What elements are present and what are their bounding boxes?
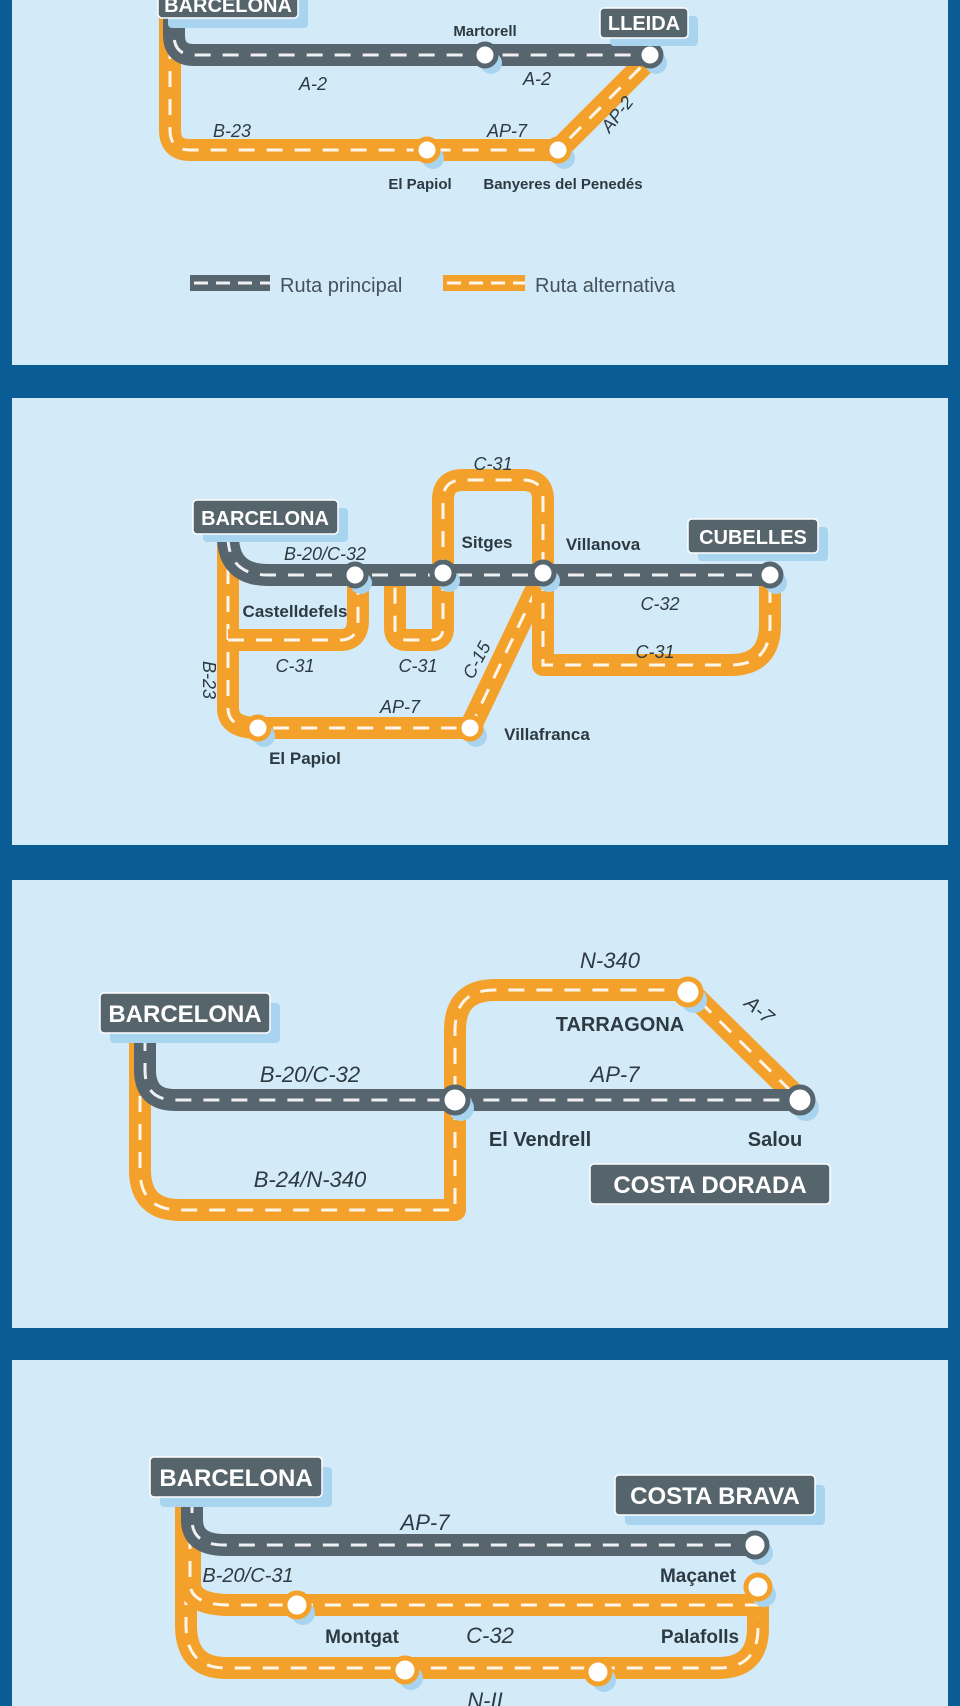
road-centre-dash — [226, 535, 770, 577]
road-c31-right: C-31 — [635, 642, 674, 662]
legend-alt-swatch — [443, 275, 525, 291]
node-el-papiol — [413, 136, 441, 164]
box-costa-dorada: COSTA DORADA — [589, 1163, 831, 1205]
town-tarragona: TARRAGONA — [556, 1014, 685, 1036]
node-el-vendrell — [439, 1084, 471, 1116]
road-b20-c31: B-20/C-31 — [202, 1565, 293, 1587]
svg-text:BARCELONA: BARCELONA — [159, 1465, 312, 1492]
town-banyeres: Banyeres del Penedés — [483, 176, 642, 193]
node-montgat — [282, 1590, 312, 1620]
town-salou: Salou — [748, 1129, 802, 1151]
svg-text:BARCELONA: BARCELONA — [108, 1001, 261, 1028]
box-barcelona-4: BARCELONA — [149, 1456, 332, 1507]
node-south-2 — [583, 1657, 613, 1687]
node-villafranca — [456, 714, 484, 742]
node-south-1 — [390, 1655, 420, 1685]
road-centre-dash — [228, 575, 360, 642]
road-centre-dash — [184, 1505, 760, 1670]
legend-alt-label: Ruta alternativa — [535, 275, 676, 297]
town-montgat: Montgat — [325, 1627, 400, 1648]
road-b23-2: B-23 — [199, 661, 219, 699]
road-n340: N-340 — [580, 948, 641, 973]
town-el-vendrell: El Vendrell — [489, 1129, 591, 1151]
box-barcelona-1: BARCELONA — [157, 0, 308, 28]
road-centre-dash — [168, 15, 652, 152]
road-a2-right: A-2 — [522, 69, 551, 89]
road-c31-mid: C-31 — [398, 656, 437, 676]
road-ap7-4: AP-7 — [399, 1510, 451, 1535]
node-castelldefels — [341, 561, 369, 589]
town-villanova: Villanova — [566, 535, 641, 554]
town-el-papiol: El Papiol — [388, 176, 451, 193]
road-c32-4: C-32 — [466, 1623, 514, 1648]
road-b24-n340: B-24/N-340 — [254, 1167, 367, 1192]
road-centre-dash — [143, 1035, 800, 1102]
road-ap7-2: AP-7 — [379, 697, 421, 717]
road-centre-dash — [172, 12, 650, 57]
town-macanet: Maçanet — [660, 1566, 737, 1587]
panel-costa-brava — [12, 1360, 948, 1706]
town-martorell: Martorell — [453, 23, 516, 40]
svg-text:COSTA DORADA: COSTA DORADA — [613, 1172, 806, 1199]
road-n2: N-II — [467, 1688, 502, 1706]
svg-text:COSTA BRAVA: COSTA BRAVA — [630, 1483, 800, 1510]
box-lleida: LLEIDA — [599, 7, 698, 46]
town-castelldefels: Castelldefels — [243, 602, 348, 621]
road-c32: C-32 — [640, 594, 679, 614]
road-centre-dash — [138, 988, 802, 1212]
alt-route-c31-top — [432, 469, 554, 575]
box-cubelles: CUBELLES — [687, 518, 828, 561]
box-costa-brava: COSTA BRAVA — [614, 1474, 825, 1525]
road-b20-c32: B-20/C-32 — [284, 544, 366, 564]
road-b23: B-23 — [213, 121, 251, 141]
svg-text:BARCELONA: BARCELONA — [201, 508, 329, 530]
node-sitges — [429, 559, 457, 587]
node-salou — [784, 1084, 816, 1116]
node-macanet — [743, 1572, 773, 1602]
alt-route-c32 — [179, 1505, 769, 1616]
town-palafolls: Palafolls — [661, 1627, 739, 1648]
node-banyeres — [544, 136, 572, 164]
node-cubelles — [756, 561, 784, 589]
node-martorell — [471, 41, 499, 69]
road-c31-left: C-31 — [275, 656, 314, 676]
road-ap7-3: AP-7 — [589, 1062, 641, 1087]
road-ap7: AP-7 — [486, 121, 528, 141]
legend: Ruta principal Ruta alternativa — [190, 275, 676, 297]
legend-main-label: Ruta principal — [280, 275, 402, 297]
node-costa-brava — [740, 1530, 770, 1560]
node-tarragona — [672, 976, 704, 1008]
road-centre-dash — [541, 575, 772, 667]
town-villafranca: Villafranca — [504, 725, 590, 744]
node-el-papiol-2 — [244, 714, 272, 742]
town-sitges: Sitges — [461, 533, 512, 552]
box-barcelona-3: BARCELONA — [99, 992, 280, 1043]
road-c31-top: C-31 — [473, 454, 512, 474]
box-barcelona-2: BARCELONA — [192, 499, 348, 542]
svg-text:BARCELONA: BARCELONA — [164, 0, 292, 17]
svg-text:LLEIDA: LLEIDA — [608, 13, 680, 35]
road-centre-dash — [190, 1497, 755, 1547]
road-centre-dash — [393, 575, 445, 642]
road-b20-c32-3: B-20/C-32 — [260, 1062, 360, 1087]
node-villanova — [529, 559, 557, 587]
node-lleida — [636, 41, 664, 69]
road-a2-left: A-2 — [298, 74, 327, 94]
town-el-papiol-2: El Papiol — [269, 749, 341, 768]
svg-text:CUBELLES: CUBELLES — [699, 527, 807, 549]
